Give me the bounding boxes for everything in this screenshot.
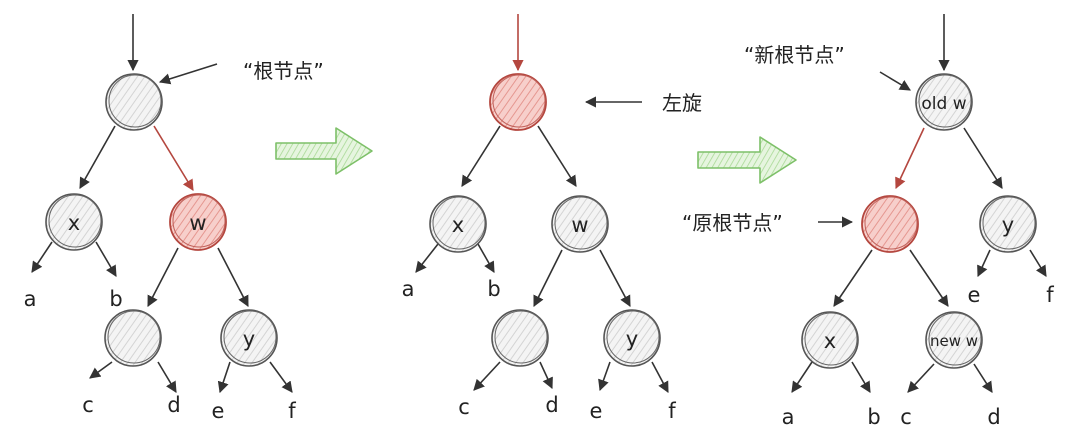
edge	[907, 363, 935, 393]
node-label: w	[571, 213, 588, 237]
edge	[791, 361, 813, 393]
node-root	[105, 73, 163, 131]
node-y: y	[979, 195, 1037, 253]
leaf-a: a	[782, 405, 795, 429]
leaf-c: c	[900, 405, 912, 429]
root-pointer-arrow	[158, 63, 218, 85]
node-new-w: new w	[925, 311, 983, 369]
new-root-pointer-arrow	[879, 71, 911, 91]
node-old-w: old w	[915, 73, 973, 131]
leaf-a: a	[402, 277, 415, 301]
node-w: w	[169, 193, 227, 251]
diagram-rotating: 左旋 x w y	[402, 14, 702, 423]
leaf-f: f	[668, 399, 676, 423]
edge	[533, 249, 563, 308]
node-y: y	[220, 309, 278, 367]
edge	[909, 249, 949, 307]
edge	[833, 249, 873, 307]
leaf-b: b	[487, 277, 500, 301]
edge	[851, 361, 871, 393]
node-root	[489, 73, 547, 131]
edge	[977, 249, 991, 278]
edge	[599, 249, 631, 307]
node-label: y	[243, 327, 255, 351]
node-y: y	[603, 309, 661, 367]
diagram-rotated: “新根节点” “原根节点” old w y	[682, 14, 1054, 429]
leaf-b: b	[109, 287, 122, 311]
edge	[147, 247, 179, 307]
new-root-annotation: “新根节点”	[744, 43, 845, 67]
node-label: y	[1002, 213, 1014, 237]
edge-red	[895, 127, 925, 190]
node-label: x	[68, 211, 80, 235]
leaf-d: d	[167, 393, 180, 417]
edge	[963, 127, 1003, 189]
node-label: old w	[921, 94, 966, 114]
leaf-a: a	[24, 287, 37, 311]
edge	[89, 361, 113, 379]
transition-arrow-1	[275, 127, 373, 175]
leaf-e: e	[590, 399, 603, 423]
edge	[477, 243, 495, 273]
edge	[95, 241, 117, 277]
edge	[217, 361, 231, 394]
edge	[651, 361, 669, 393]
leaf-e: e	[212, 399, 225, 423]
node-x: x	[429, 195, 487, 253]
edge	[598, 361, 611, 392]
edge	[269, 361, 293, 393]
diagram-original: “根节点” x w y	[24, 14, 324, 423]
edge	[79, 125, 116, 189]
transition-arrow-2	[697, 136, 797, 184]
leaf-d: d	[545, 393, 558, 417]
edge	[31, 241, 53, 273]
edge	[461, 125, 501, 187]
rotate-left-annotation: 左旋	[662, 91, 702, 115]
leaf-c: c	[82, 393, 94, 417]
node-label: x	[824, 329, 836, 353]
root-annotation: “根节点”	[243, 59, 324, 83]
edge	[157, 361, 177, 393]
leaf-e: e	[968, 283, 981, 307]
edge	[537, 125, 577, 187]
edge	[415, 243, 439, 273]
edge	[473, 361, 501, 391]
orig-root-annotation: “原根节点”	[682, 211, 783, 235]
node-w-left	[104, 309, 162, 367]
leaf-f: f	[1046, 283, 1054, 307]
leaf-f: f	[288, 399, 296, 423]
node-w-left	[491, 309, 549, 367]
node-label: x	[452, 213, 464, 237]
edge	[973, 363, 993, 393]
leaf-b: b	[867, 405, 880, 429]
edge	[217, 247, 249, 307]
edge-red	[153, 125, 194, 191]
node-w: w	[551, 195, 609, 253]
node-label: new w	[930, 332, 978, 350]
edge	[1029, 249, 1047, 277]
leaf-c: c	[458, 395, 470, 419]
node-x: x	[45, 193, 103, 251]
node-label: y	[626, 327, 638, 351]
edge	[539, 361, 553, 390]
leaf-d: d	[987, 405, 1000, 429]
node-original-root	[861, 195, 919, 253]
node-label: w	[189, 211, 206, 235]
node-x: x	[801, 311, 859, 369]
